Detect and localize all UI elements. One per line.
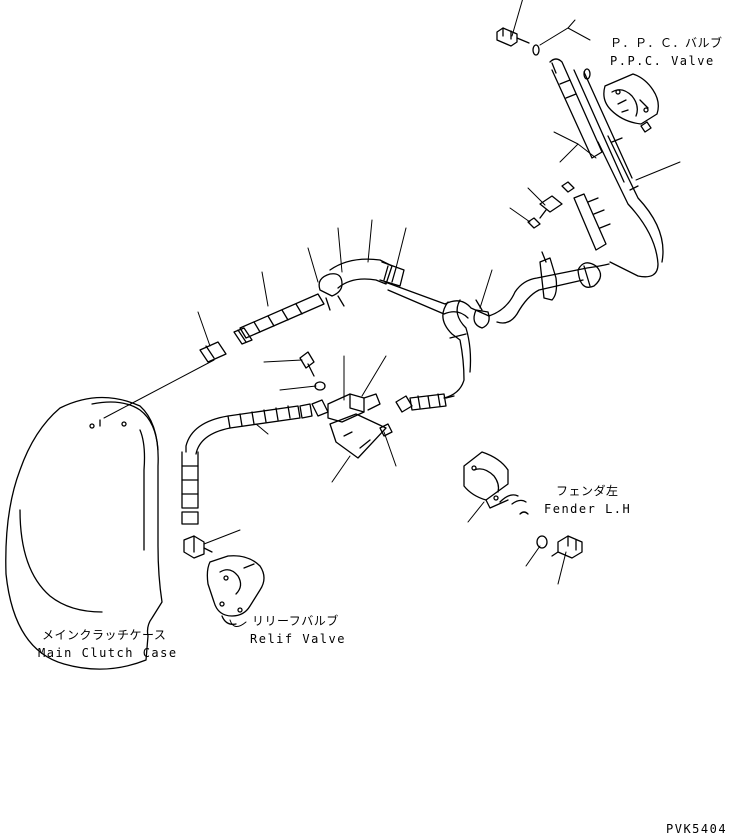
leader-fitting-2 [510,208,530,222]
relief-valve-label-en: Relif Valve [250,632,346,646]
lower-hose [182,404,312,558]
ppc-return-hose [598,136,663,277]
leader-hose-4 [368,220,372,262]
leader-bolt-top [512,0,523,36]
junction-block [300,352,454,458]
leader-hose-3 [338,228,342,272]
leader-hose-2 [308,248,318,282]
leader-jb-bolt [264,360,302,362]
leader-clamp-mid [480,270,492,308]
ppc-valve-body [604,74,658,132]
leader-elbow [204,530,240,544]
drawing-code: PVK5404 [666,822,728,836]
middle-hose [574,194,610,250]
leader-jb-bracket [332,456,350,482]
leader-adapter [198,312,210,346]
main-clutch-label-en: Main Clutch Case [38,646,178,660]
fender-washer [537,536,547,548]
leader-jb-bolt2 [384,432,396,466]
ppc-valve-label-jp: Ｐ．Ｐ．Ｃ．バルブ [610,36,723,50]
ppc-hose [550,59,632,182]
main-clutch-label-jp: メインクラッチケース [42,628,167,642]
fitting-small-1 [528,182,574,228]
leader-fitting-bracket [554,132,596,162]
fender-bolt [552,536,582,558]
fender-label-jp: フェンダ左 [556,484,619,498]
bolt-top [497,28,529,46]
ppc-valve-group [497,0,680,300]
connection-adapter-case [104,360,214,418]
main-tube [385,264,609,398]
main-clutch-case [6,397,162,669]
leader-hose-1 [262,272,268,306]
leader-hose-5 [396,228,406,268]
fender-bracket [464,452,528,514]
leader-ppc-hose [540,20,590,45]
leader-jb-washer [280,386,316,390]
leader-return-hose [636,162,680,180]
relief-valve-label-jp: リリーフバルブ [252,614,339,628]
leader-fender-bolt [558,552,566,584]
upper-hose-assembly [200,259,404,362]
clamp-right [540,252,601,300]
leader-lower-hose [256,424,268,434]
leader-relief-valve [230,620,246,627]
leader-fender-bracket [468,502,484,522]
relief-valve [207,556,264,625]
leader-fender-washer [526,546,540,566]
ppc-valve-label-en: P.P.C. Valve [610,54,715,68]
o-ring-1 [533,45,539,55]
leader-jb-tee-2 [362,356,386,396]
leader-fitting-1 [528,188,545,205]
fender-label-en: Fender L.H [544,502,632,516]
